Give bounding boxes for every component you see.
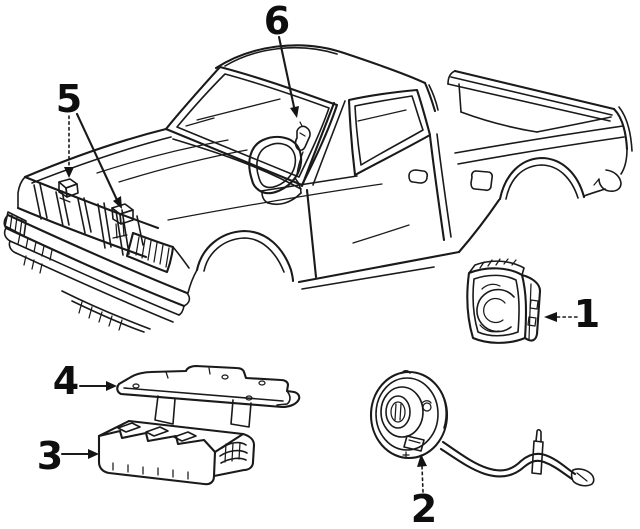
callout-5-arrowhead-left <box>64 167 74 178</box>
callout-3-arrowhead <box>88 449 99 459</box>
callout-5-arrowhead-right <box>113 196 122 209</box>
part-control-module <box>97 419 256 486</box>
part-front-sensor-left <box>58 178 79 203</box>
callout-2-arrow <box>421 465 424 493</box>
callout-6-arrowhead <box>290 106 299 118</box>
part-airbag-module <box>466 258 542 344</box>
callout-6-arrow <box>277 35 296 109</box>
callout-4: 4 <box>53 359 117 403</box>
headlight <box>125 231 175 274</box>
truck-bed <box>447 69 633 201</box>
fuel-door <box>470 170 494 192</box>
callout-3-label: 3 <box>37 434 63 478</box>
front-bumper <box>3 213 191 333</box>
clockspring-harness <box>439 428 595 487</box>
grille-slats <box>33 183 144 256</box>
front-wheel-arch <box>172 229 295 294</box>
side-mirror <box>248 135 303 206</box>
callout-5-arrow-right <box>75 112 119 202</box>
callout-6: 6 <box>264 0 299 118</box>
part-mounting-bracket <box>116 364 301 428</box>
part-pillar-sensor <box>294 121 311 175</box>
callout-2: 2 <box>411 454 437 529</box>
truck-illustration <box>3 44 633 333</box>
callout-2-label: 2 <box>411 487 437 529</box>
callout-4-arrowhead <box>106 381 117 391</box>
callout-1: 1 <box>544 292 600 336</box>
callout-6-label: 6 <box>264 0 290 43</box>
callout-4-label: 4 <box>53 359 79 403</box>
callout-1-arrowhead <box>544 312 557 322</box>
rear-wheel-arch <box>498 156 586 201</box>
callout-5: 5 <box>56 77 122 209</box>
callout-3: 3 <box>37 434 99 478</box>
part-front-sensor-right <box>111 203 134 239</box>
door-handle <box>408 169 429 184</box>
callout-2-arrowhead <box>417 454 427 467</box>
part-clockspring <box>369 369 595 487</box>
truck-front-end <box>3 127 501 333</box>
truck-cab <box>164 44 452 279</box>
callout-1-label: 1 <box>574 292 600 336</box>
